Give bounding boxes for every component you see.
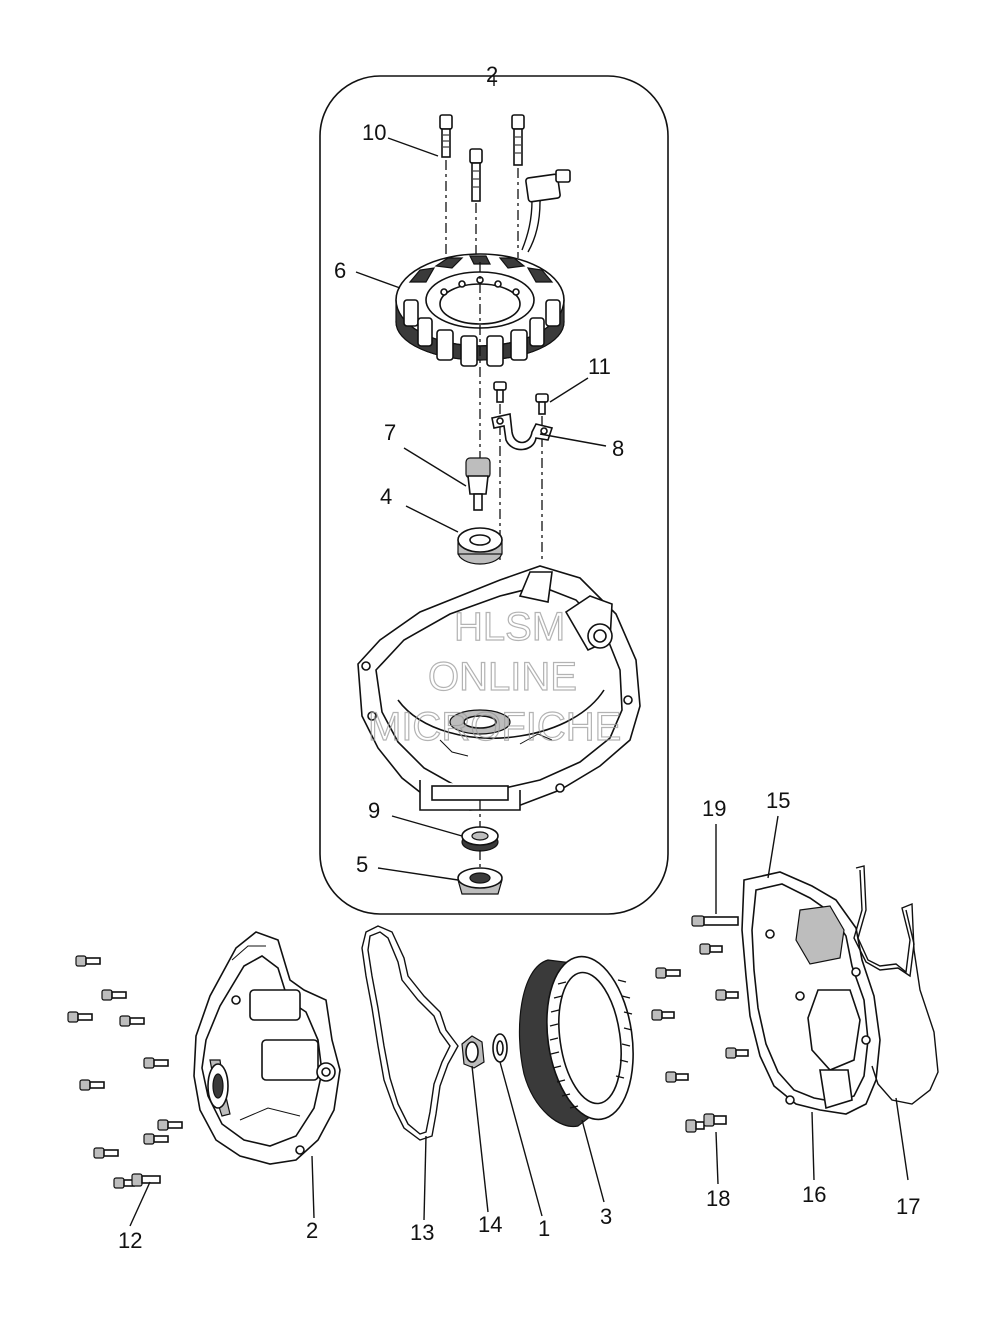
part-12-bolts (67, 955, 183, 1189)
bolt-icon (715, 989, 739, 1001)
part-19-long-bolt (691, 915, 739, 927)
bolt-icon (119, 1015, 145, 1027)
callout-2-top: 2 (486, 62, 498, 87)
bolt-icon (67, 1011, 93, 1023)
callout-13: 13 (410, 1220, 434, 1245)
bolt-icon (143, 1057, 169, 1069)
bolt-icon (131, 1173, 161, 1187)
bolt-icon (75, 955, 101, 967)
part-3-flywheel (518, 955, 634, 1128)
bolt-icon (143, 1133, 169, 1145)
part-4-spacer (457, 527, 503, 565)
bolt-icon (665, 1071, 689, 1083)
bolt-icon (685, 1119, 705, 1133)
callout-4: 4 (380, 484, 392, 509)
callout-12: 12 (118, 1228, 142, 1253)
bolt-icon (699, 943, 723, 955)
part-17-cover-gasket (853, 865, 939, 1105)
callout-6: 6 (334, 258, 346, 283)
leader-lines (129, 76, 909, 1227)
part-9-seal (461, 826, 499, 852)
callout-5: 5 (356, 852, 368, 877)
bolt-icon (703, 1113, 727, 1127)
callout-16: 16 (802, 1182, 826, 1207)
stator-pole-icons (403, 299, 561, 367)
bolt-icon (79, 1079, 105, 1091)
part-5-cap (457, 867, 503, 895)
part-8-clamp (491, 413, 554, 451)
screw-icon (469, 148, 483, 202)
screw-icon (535, 393, 549, 415)
bolt-icon (157, 1119, 183, 1131)
bolt-icon (655, 967, 681, 979)
callout-7: 7 (384, 420, 396, 445)
watermark-line-2: ONLINE (428, 655, 577, 699)
screw-icon (493, 381, 507, 403)
part-14-nut (461, 1035, 485, 1069)
bolt-icon (101, 989, 127, 1001)
part-18-bolts (651, 943, 749, 1133)
part-11-screws (493, 381, 549, 415)
screw-icon (439, 114, 453, 158)
callout-19: 19 (702, 796, 726, 821)
callout-2-bottom: 2 (306, 1218, 318, 1243)
bolt-icon (725, 1047, 749, 1059)
callout-9: 9 (368, 798, 380, 823)
watermark-line-3: MICROFICHE (368, 705, 621, 749)
callout-3: 3 (600, 1204, 612, 1229)
screw-icon (511, 114, 525, 166)
callout-labels: 2 10 6 11 8 7 4 9 5 12 2 13 14 1 3 18 16… (118, 62, 920, 1253)
part-10-screws (439, 114, 525, 202)
housing-crankcase (357, 565, 641, 811)
watermark-line-1: HLSM (454, 605, 565, 649)
stator-wire-connector (521, 169, 571, 253)
callout-14: 14 (478, 1212, 502, 1237)
part-7-sensor (465, 457, 491, 511)
callout-10: 10 (362, 120, 386, 145)
callout-11: 11 (588, 354, 611, 379)
bolt-icon (93, 1147, 119, 1159)
part-13-gasket (361, 925, 459, 1141)
callout-18: 18 (706, 1186, 730, 1211)
part-16-right-cover (741, 871, 881, 1115)
callout-8: 8 (612, 436, 624, 461)
watermark: HLSM ONLINE MICROFICHE (367, 604, 622, 749)
stator-top-teeth (408, 255, 554, 283)
flywheel-teeth-icon (549, 979, 633, 1109)
bolt-icon (651, 1009, 675, 1021)
callout-15: 15 (766, 788, 790, 813)
callout-1: 1 (538, 1216, 550, 1241)
callout-17: 17 (896, 1194, 920, 1219)
part-1-washer (492, 1033, 508, 1063)
bolt-icon (113, 1177, 135, 1189)
part-6-stator (395, 253, 565, 367)
part-2-crankcase-half (193, 931, 341, 1165)
